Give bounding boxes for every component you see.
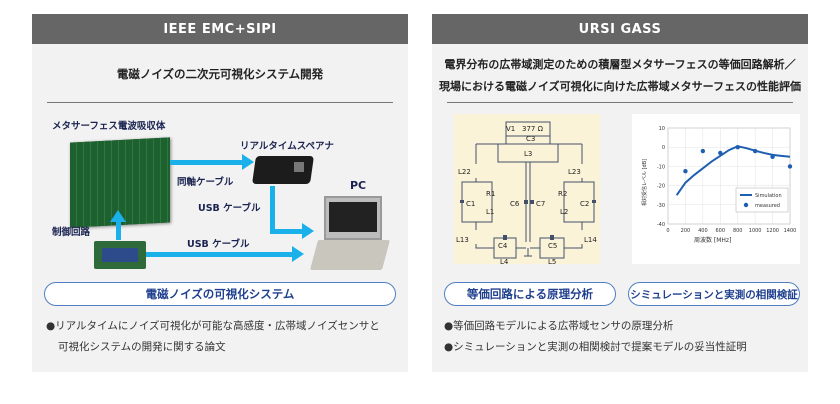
data-point-measured: [787, 164, 793, 169]
circuit-label-l3: L3: [524, 150, 532, 158]
series-line-simulation: [675, 145, 791, 196]
divider: [47, 102, 393, 103]
control-arrow-head: [110, 210, 126, 222]
laptop-display: [329, 202, 377, 232]
laptop-base: [309, 240, 391, 270]
usb-arrow-bottom-line: [146, 252, 294, 257]
pc-label: PC: [350, 179, 367, 192]
x-tick-label: 400: [698, 228, 708, 234]
circuit-label-l13: L13: [456, 236, 469, 244]
x-tick-label: 1200: [766, 228, 779, 234]
control-circuit-label: 制御回路: [52, 227, 91, 238]
legend-label-measured: measured: [755, 203, 780, 209]
circuit-analysis-pill[interactable]: 等価回路による原理分析: [444, 282, 616, 306]
circuit-label-r1: R1: [486, 190, 495, 198]
circuit-label-l2: L2: [560, 208, 568, 216]
y-tick-label: 0: [662, 145, 665, 151]
spectrum-analyzer-image: [252, 156, 314, 184]
data-point-measured: [700, 148, 706, 154]
circuit-label-c6: C6: [510, 200, 520, 208]
usb-arrow-bottom-head: [292, 246, 304, 262]
x-tick-label: 200: [681, 228, 691, 234]
coax-cable-label: 同軸ケーブル: [177, 177, 234, 188]
usb-cable-label-1: USB ケーブル: [198, 203, 261, 214]
coax-arrow-line: [170, 160, 244, 165]
chart-ylabel: 相対受信レベル [dB]: [641, 159, 648, 206]
x-tick-label: 600: [716, 228, 726, 234]
chart-xlabel: 周波数 [MHz]: [694, 236, 731, 244]
chart-legend: Simulation measured: [735, 187, 789, 213]
usb-arrow-horizontal: [270, 229, 304, 234]
absorber-label: メタサーフェス電波吸収体: [52, 121, 166, 132]
right-card-header: URSI GASS: [432, 14, 808, 44]
circuit-label-c5: C5: [548, 242, 557, 250]
bullet-1: ●等価回路モデルによる広帯域センサの原理分析: [444, 320, 674, 332]
analyzer-label: リアルタイムスペアナ: [240, 141, 334, 152]
y-tick-label: -10: [657, 164, 665, 170]
x-tick-label: 800: [733, 228, 743, 234]
right-card-title: 電界分布の広帯域測定のための積層型メタサーフェスの等価回路解析／ 現場における電…: [432, 54, 808, 98]
circuit-label-l5: L5: [548, 258, 556, 264]
circuit-label-l22: L22: [458, 168, 471, 176]
circuit-label-l1: L1: [486, 208, 494, 216]
circuit-label-c3: C3: [526, 135, 535, 143]
left-card: IEEE EMC+SIPI 電磁ノイズの二次元可視化システム開発 メタサーフェス…: [32, 14, 408, 372]
bullet-line-1: ●リアルタイムにノイズ可視化が可能な高感度・広帯域ノイズセンサと: [46, 320, 380, 332]
circuit-label-l14: L14: [584, 236, 597, 244]
data-point-measured: [718, 150, 723, 156]
data-point-measured: [752, 148, 758, 154]
usb-cable-label-2: USB ケーブル: [187, 239, 250, 250]
y-tick-label: -20: [657, 184, 665, 190]
legend-marker-measured: [743, 202, 749, 208]
data-point-measured: [735, 145, 740, 150]
y-tick-label: -30: [657, 203, 665, 209]
spectrum-analyzer-port: [294, 162, 304, 172]
control-arrow-line: [116, 222, 121, 240]
right-card-title-line2: 現場における電磁ノイズ可視化に向けた広帯域メタサーフェスの性能評価: [438, 80, 801, 93]
x-tick-label: 1000: [749, 228, 762, 234]
legend-label-simulation: Simulation: [755, 193, 782, 199]
circuit-label-c1: C1: [466, 200, 475, 208]
circuit-label-l4: L4: [500, 258, 509, 264]
control-circuit-chip: [102, 248, 138, 262]
circuit-label-v1: V1: [506, 125, 515, 133]
bullet-line-2: 可視化システムの開発に関する論文: [58, 341, 226, 353]
right-card: URSI GASS 電界分布の広帯域測定のための積層型メタサーフェスの等価回路解…: [432, 14, 808, 372]
circuit-label-c2: C2: [580, 200, 589, 208]
circuit-label-r2: R2: [558, 190, 567, 198]
usb-arrow-head: [302, 223, 314, 239]
equivalent-circuit-diagram: V1 377 Ω C3 L3 L22 L23 R1 R2 C1 C2 L1 L2…: [454, 114, 600, 266]
coax-arrow-head: [242, 154, 254, 170]
bullet-2: ●シミュレーションと実測の相関検討で提案モデルの妥当性証明: [444, 341, 747, 353]
simulation-vs-measured-chart: 0 200 400 600 800 1000 1200 1400 10 0 -10 -20 -30 -40…: [632, 114, 800, 264]
left-card-title: 電磁ノイズの二次元可視化システム開発: [116, 67, 324, 81]
circuit-label-l23: L23: [568, 168, 581, 176]
circuit-label-377: 377 Ω: [522, 125, 544, 133]
circuit-label-c7: C7: [536, 200, 545, 208]
right-card-title-line1: 電界分布の広帯域測定のための積層型メタサーフェスの等価回路解析／: [444, 58, 796, 71]
divider: [447, 102, 793, 103]
left-card-header: IEEE EMC+SIPI: [32, 14, 408, 44]
x-tick-label: 0: [666, 228, 669, 234]
y-tick-label: -40: [657, 222, 665, 228]
usb-arrow-vertical: [270, 186, 275, 234]
correlation-verification-pill[interactable]: シミュレーションと実測の相関検証: [628, 282, 800, 306]
data-point-measured: [770, 154, 775, 159]
circuit-label-c4: C4: [498, 242, 508, 250]
y-tick-label: 10: [659, 126, 665, 132]
x-tick-label: 1400: [784, 228, 797, 234]
visualization-system-pill[interactable]: 電磁ノイズの可視化システム: [44, 282, 396, 306]
data-point-measured: [683, 169, 688, 174]
